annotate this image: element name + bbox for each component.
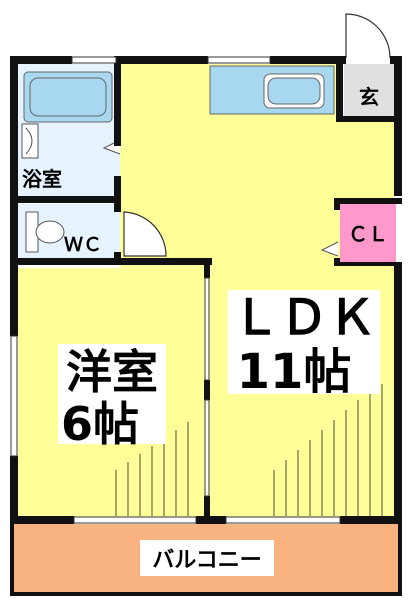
balcony-label-bg: [140, 540, 274, 576]
windows: [10, 56, 341, 524]
toilet: [25, 211, 65, 253]
room-label-ldk-name: ＬＤＫ: [232, 290, 376, 346]
room-label-balcony: バルコニー: [152, 548, 262, 573]
floor-hatching: [115, 384, 383, 516]
closet-door-marker: [320, 241, 339, 257]
western-label-bg: [58, 344, 166, 444]
room-label-closet: ＣＬ: [348, 222, 388, 246]
bathtub-inner: [29, 77, 107, 117]
entrance-door-swing: [345, 13, 391, 59]
kitchen-sink-basin: [267, 77, 321, 105]
bathtub: [23, 71, 113, 123]
room-label-bath: 浴室: [22, 167, 62, 191]
room-label-ldk-size: 11帖: [237, 344, 352, 400]
room-label-entrance: 玄: [359, 85, 379, 109]
closet-floor: [340, 204, 396, 262]
wash-basin: [21, 123, 39, 159]
entrance-floor: [344, 64, 394, 122]
room-label-western-name: 洋室: [66, 345, 158, 399]
walls: [10, 56, 402, 596]
room-label-wc: ＷＣ: [64, 234, 102, 256]
ldk-label-bg: [228, 290, 380, 394]
wc-door-swing: [123, 211, 167, 257]
room-label-western-size: 6帖: [61, 397, 139, 451]
